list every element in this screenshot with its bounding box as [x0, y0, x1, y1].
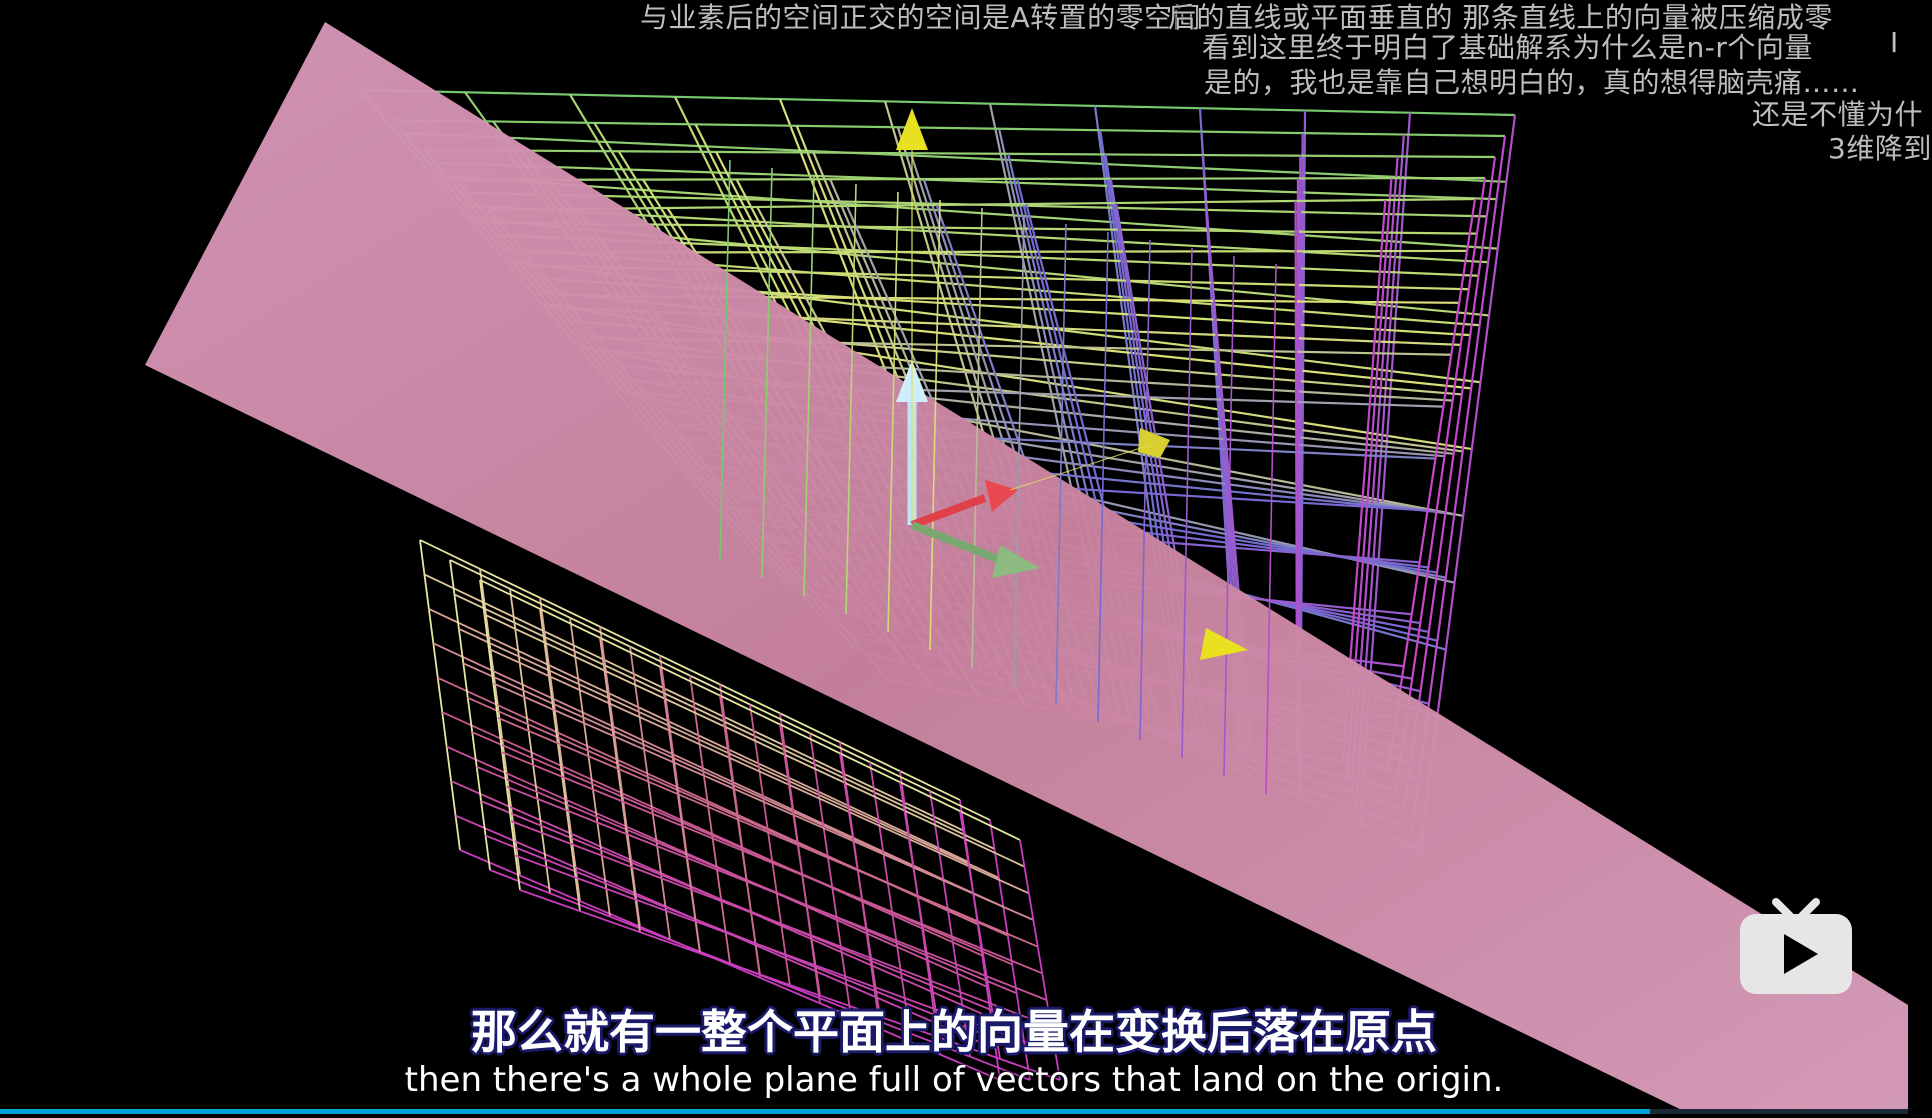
basis-cone-top	[896, 108, 928, 150]
danmaku-comment: 与业素后的空间正交的空间是A转置的零空间	[640, 0, 1201, 36]
play-button[interactable]	[1738, 898, 1854, 1000]
grid-line	[424, 150, 1495, 157]
danmaku-comment: 3维降到	[1828, 127, 1932, 167]
subtitle-english: then there's a whole plane full of vecto…	[0, 1060, 1908, 1100]
danmaku-comment: 看到这里终于明白了基础解系为什么是n-r个向量	[1202, 26, 1813, 66]
progress-bar-fill	[0, 1109, 1650, 1114]
grid-line	[507, 787, 1047, 1000]
subtitle-chinese: 那么就有一整个平面上的向量在变换后落在原点	[0, 996, 1908, 1062]
grid-line	[456, 178, 1485, 180]
grid-line	[392, 120, 1505, 136]
progress-bar[interactable]	[0, 1109, 1908, 1114]
bilibili-tv-play-icon	[1738, 898, 1854, 1000]
danmaku-comment: I	[1890, 26, 1899, 59]
